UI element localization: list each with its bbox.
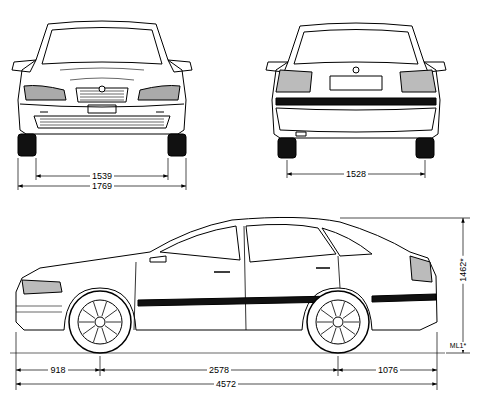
rear-view	[276, 98, 436, 105]
wheel-spoke	[102, 302, 107, 316]
dimension-value: 918	[48, 365, 67, 375]
rear-view	[276, 70, 312, 92]
wheel-spoke	[321, 326, 333, 335]
wheel-spoke	[105, 326, 117, 335]
wheel-spoke	[79, 322, 94, 323]
side-view	[333, 317, 343, 327]
wheel-spoke	[340, 302, 345, 316]
dimension-value: ML1*	[449, 342, 467, 350]
wheel-spoke	[332, 328, 337, 342]
front-view	[60, 68, 144, 80]
rear-view	[400, 70, 436, 92]
front-view	[18, 21, 186, 134]
rear-view	[272, 23, 440, 138]
side-view	[95, 317, 105, 327]
wheel-spokes	[79, 302, 359, 342]
dimension-lines	[16, 158, 470, 390]
wheel-spoke	[343, 310, 355, 319]
dimension-lines	[463, 218, 464, 353]
side-view	[322, 228, 372, 256]
wheel-spoke	[340, 328, 345, 342]
wheel-spoke	[83, 310, 95, 319]
rear-view	[416, 138, 434, 158]
wheel-spoke	[83, 326, 95, 335]
side-view	[410, 256, 432, 282]
side-view	[78, 300, 122, 344]
wheel-spoke	[343, 326, 355, 335]
wheel-spoke	[317, 322, 332, 323]
rear-view	[278, 138, 296, 158]
front-view	[138, 86, 180, 101]
dimension-value: 1769	[90, 181, 114, 191]
side-view	[138, 296, 336, 306]
rear-view	[330, 76, 382, 90]
front-view	[168, 134, 186, 156]
front-view	[34, 116, 170, 128]
wheel-spoke	[344, 322, 359, 323]
side-view	[307, 291, 369, 353]
front-view	[88, 105, 116, 113]
rear-view	[276, 108, 436, 132]
wheel-spoke	[106, 322, 121, 323]
rear-view	[294, 30, 418, 65]
front-view	[168, 60, 192, 72]
front-view	[30, 134, 174, 140]
dimension-value: 1539	[90, 171, 114, 181]
dimension-lines	[340, 218, 470, 353]
side-view	[246, 224, 336, 262]
front-view	[40, 112, 164, 113]
front-view	[40, 119, 164, 125]
front-view	[12, 60, 36, 72]
wheel-spoke	[321, 310, 333, 319]
front-view	[18, 134, 36, 156]
wheel-spoke	[102, 328, 107, 342]
side-view	[10, 353, 445, 354]
dimension-value: 4572	[214, 379, 238, 389]
rear-view	[266, 23, 446, 158]
side-view	[372, 294, 436, 302]
dimension-value: 1528	[344, 169, 368, 179]
wheel-spoke	[94, 302, 99, 316]
dimension-value: 1076	[376, 365, 400, 375]
wheel-spoke	[332, 302, 337, 316]
dimension-value: 1462*	[458, 256, 468, 284]
rear-view	[296, 132, 306, 136]
side-view	[150, 256, 166, 262]
side-view	[10, 217, 445, 353]
front-view	[99, 86, 105, 92]
front-view	[42, 28, 162, 65]
side-view	[214, 268, 330, 272]
dimension-lines	[18, 158, 186, 190]
dimension-lines	[287, 160, 425, 178]
side-view	[160, 226, 240, 260]
dimension-value: 2578	[207, 365, 231, 375]
side-view	[316, 300, 360, 344]
side-view	[22, 280, 62, 294]
front-view	[12, 21, 192, 156]
front-view	[24, 86, 66, 101]
rear-view	[353, 67, 359, 73]
side-view	[69, 291, 131, 353]
wheel-spoke	[105, 310, 117, 319]
wheel-spoke	[94, 328, 99, 342]
side-view	[16, 306, 62, 312]
dimension-lines	[16, 332, 437, 390]
